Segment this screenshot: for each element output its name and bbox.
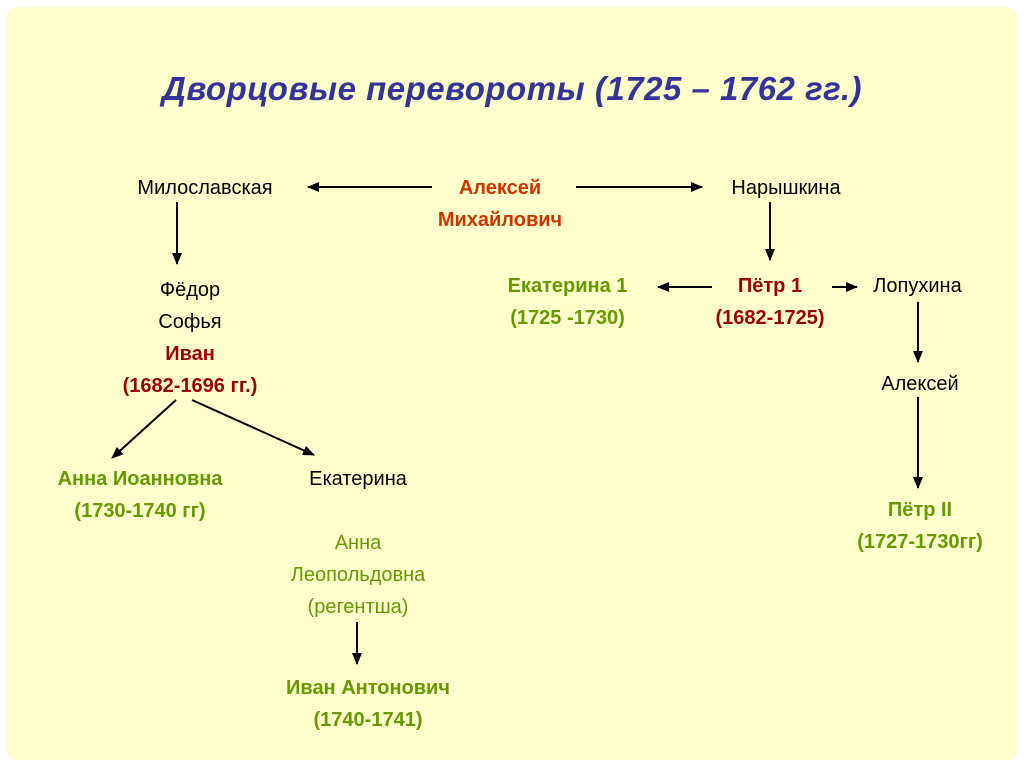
aleksey-mikhailovich-line2: Михайлович [437, 209, 563, 231]
aleksey-mikhailovich-line1: Алексей [458, 177, 542, 199]
node-ekaterina: Екатерина [258, 463, 458, 495]
fyodor-label: Фёдор [159, 279, 221, 301]
node-fyodor-sofya-ivan: Фёдор Софья Иван (1682-1696 гг.) [90, 274, 290, 402]
aleksey-petrovich-label: Алексей [881, 373, 959, 395]
ekaterina-label: Екатерина [309, 468, 407, 490]
arrow-ivan-to-ekaterina [191, 399, 315, 456]
node-aleksey-mikhailovich: Алексей Михайлович [400, 172, 600, 236]
node-naryshkina: Нарышкина [686, 172, 886, 204]
node-lopukhina: Лопухина [840, 270, 995, 302]
anna-ioannovna-name: Анна Иоанновна [57, 468, 223, 490]
ivan-label: Иван [165, 343, 215, 365]
petr-2-years: (1727-1730гг) [857, 531, 983, 553]
node-anna-leopoldovna: Анна Леопольдовна (регентша) [258, 527, 458, 623]
slide-title: Дворцовые перевороты (1725 – 1762 гг.) [161, 70, 863, 107]
node-petr-2: Пётр II (1727-1730гг) [810, 494, 1024, 558]
node-ivan-antonovich: Иван Антонович (1740-1741) [248, 672, 488, 736]
ekaterina-1-years: (1725 -1730) [510, 307, 625, 329]
miloslavskaya-label: Милославская [137, 177, 273, 199]
anna-leopoldovna-line2: Леопольдовна [290, 564, 426, 586]
anna-leopoldovna-line3: (регентша) [307, 596, 409, 618]
ivan-antonovich-name: Иван Антонович [286, 677, 450, 699]
node-miloslavskaya: Милославская [105, 172, 305, 204]
sofya-label: Софья [158, 311, 222, 333]
node-anna-ioannovna: Анна Иоанновна (1730-1740 гг) [25, 463, 255, 527]
ivan-years: (1682-1696 гг.) [122, 375, 258, 397]
naryshkina-label: Нарышкина [731, 177, 841, 199]
anna-leopoldovna-line1: Анна [334, 532, 382, 554]
node-ekaterina-1: Екатерина 1 (1725 -1730) [460, 270, 675, 334]
petr-1-name: Пётр 1 [737, 275, 803, 297]
ivan-antonovich-years: (1740-1741) [313, 709, 423, 731]
ekaterina-1-name: Екатерина 1 [507, 275, 628, 297]
arrow-ivan-to-anna-ioannovna [111, 399, 177, 459]
node-petr-1: Пётр 1 (1682-1725) [670, 270, 870, 334]
lopukhina-label: Лопухина [873, 275, 962, 297]
node-aleksey-petrovich: Алексей [820, 368, 1020, 400]
petr-1-years: (1682-1725) [715, 307, 825, 329]
petr-2-name: Пётр II [887, 499, 953, 521]
anna-ioannovna-years: (1730-1740 гг) [74, 500, 206, 522]
slide-background [7, 7, 1017, 760]
